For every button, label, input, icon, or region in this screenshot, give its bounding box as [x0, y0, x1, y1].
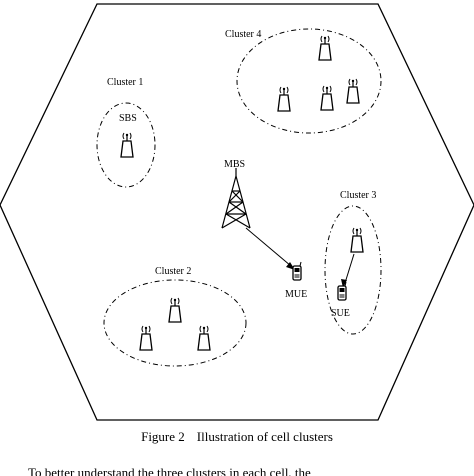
base-station-icon	[320, 85, 334, 111]
small-base-station-icon	[120, 132, 134, 158]
base-station-icon	[350, 227, 364, 253]
sue-phone-icon	[337, 281, 347, 301]
body-text-fragment: To better understand the three clusters …	[28, 465, 311, 476]
cluster-2-label: Cluster 2	[155, 266, 191, 277]
cluster-1-label: Cluster 1	[107, 77, 143, 88]
base-station-icon	[197, 325, 211, 351]
figure-number: Figure 2	[141, 429, 185, 444]
macro-base-station-tower-icon	[221, 168, 251, 229]
figure-caption: Figure 2 Illustration of cell clusters	[0, 429, 474, 445]
mbs-to-mue-link	[245, 227, 292, 267]
base-station-icon	[318, 35, 332, 61]
sue-label: SUE	[331, 308, 350, 319]
cluster-4-boundary	[236, 28, 382, 134]
base-station-icon	[346, 78, 360, 104]
sbs-to-sue-link	[344, 253, 355, 284]
figure-title: Illustration of cell clusters	[196, 429, 333, 444]
cell-hexagon-boundary	[0, 3, 474, 421]
mbs-label: MBS	[224, 159, 245, 170]
cluster-1-boundary	[96, 102, 156, 188]
sbs-label: SBS	[119, 113, 137, 124]
cluster-4-label: Cluster 4	[225, 29, 261, 40]
cluster-2-boundary	[103, 279, 247, 367]
mue-label: MUE	[285, 289, 307, 300]
base-station-icon	[277, 86, 291, 112]
cluster-3-label: Cluster 3	[340, 190, 376, 201]
base-station-icon	[168, 297, 182, 323]
base-station-icon	[139, 325, 153, 351]
mue-phone-icon	[292, 261, 302, 281]
cluster-3-boundary	[324, 205, 382, 335]
